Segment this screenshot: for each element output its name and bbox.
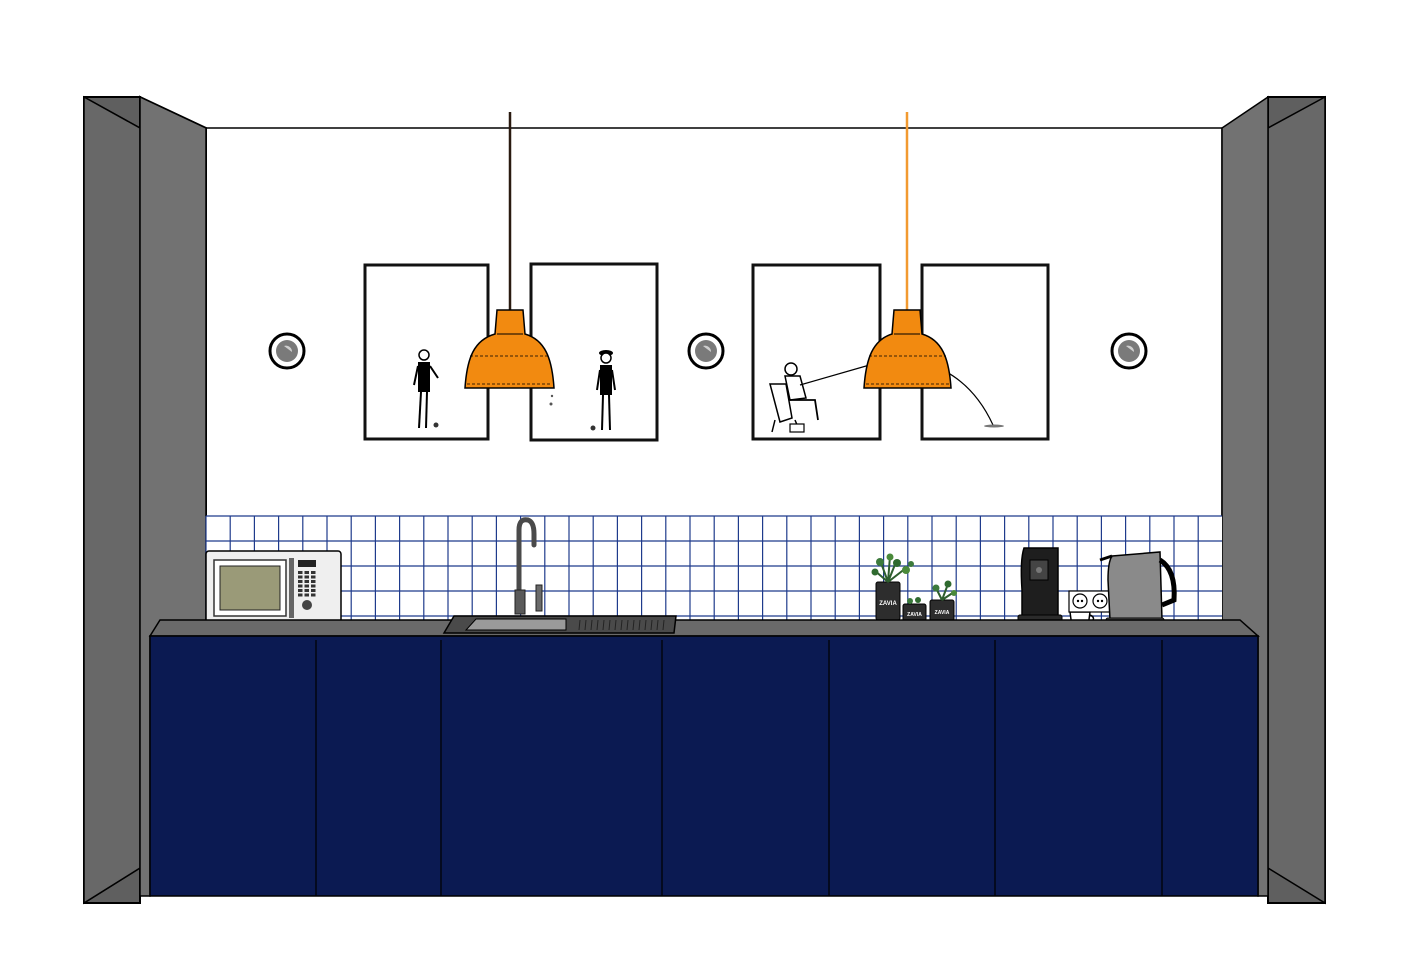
plant-jar-small-2: ZAVIA [929,580,957,622]
coffee-machine [1017,547,1063,628]
keypad-button [304,571,309,574]
countertop [148,619,1260,637]
drainboard-ridge [626,619,629,631]
drainboard-ridge [608,619,611,631]
keypad-button [298,593,303,597]
drainboard-ridge [638,619,641,631]
wall-light-left [268,332,306,370]
drainboard-ridge [656,619,659,631]
keypad-button [304,580,309,583]
drainboard-ridge [632,619,635,631]
poster-fisherman [751,263,882,441]
keypad-button [311,584,316,588]
drainboard-ridge [590,619,593,631]
faucet [514,517,543,615]
back-wall [205,127,1223,519]
drainboard-ridge [650,619,653,631]
jar-label-3: ZAVIA [935,610,950,616]
sink-drainboard [578,619,665,631]
pendant-lamp-left [464,112,555,389]
drainboard-ridge [602,619,605,631]
keypad-button [298,580,303,583]
keypad-button [298,571,303,574]
drainboard-ridge [662,619,665,631]
poster-petanque-player-1 [363,263,490,441]
keypad-button [311,589,316,592]
wall-light-center [687,332,725,370]
drainboard-ridge [578,619,581,631]
left-side-wall [83,95,207,905]
keypad-button [298,589,303,592]
keypad-button [304,575,309,579]
poster-petanque-player-2 [529,262,659,442]
keypad-button [311,580,316,583]
pendant-lamp-right [863,112,952,389]
keypad-button [311,575,316,579]
keypad-button [304,589,309,592]
keypad-button [311,571,316,574]
drainboard-ridge [614,619,617,631]
base-cabinets [149,635,1259,897]
drainboard-ridge [584,619,587,631]
microwave-keypad [298,571,316,597]
microwave [205,550,342,626]
keypad-button [304,593,309,597]
drainboard-ridge [596,619,599,631]
jar-label-2: ZAVIA [907,612,922,618]
wall-socket [1068,590,1112,613]
drainboard-ridge [620,619,623,631]
keypad-button [298,584,303,588]
right-side-wall [1221,95,1326,905]
sink [442,615,677,634]
keypad-button [298,575,303,579]
keypad-button [311,593,316,597]
plant-jar-large: ZAVIA [871,553,914,621]
keypad-button [304,584,309,588]
wall-light-right [1110,332,1148,370]
jar-label-1: ZAVIA [879,601,897,607]
drainboard-ridge [644,619,647,631]
